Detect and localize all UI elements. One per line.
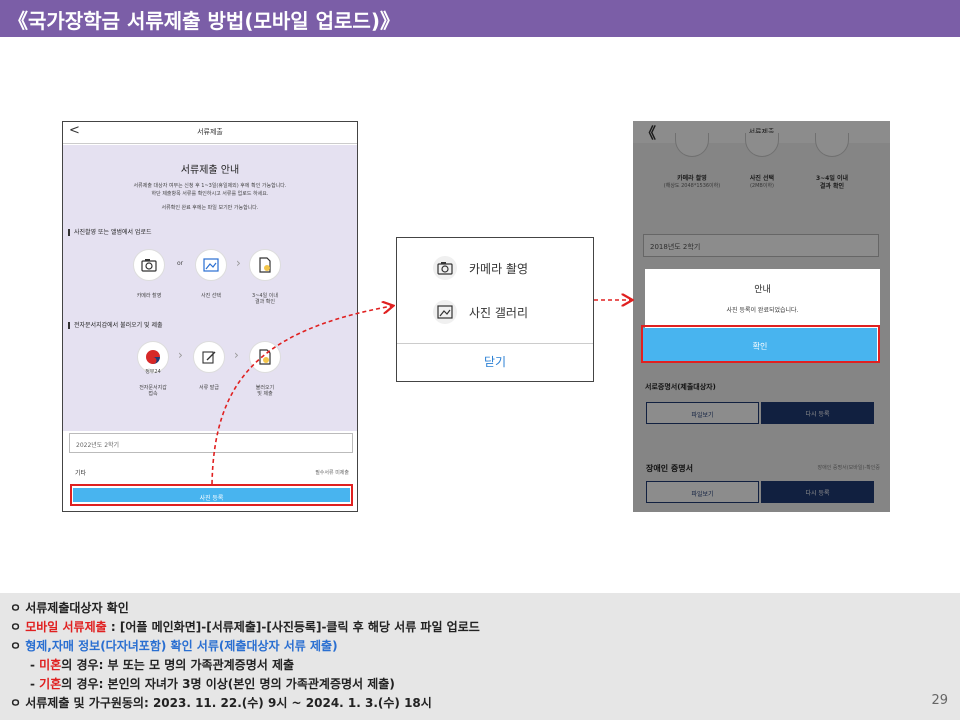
step-load-label-2: 및 제출 xyxy=(257,391,273,397)
gov24-logo-icon xyxy=(146,350,160,364)
camera-title: 카메라 촬영 xyxy=(677,175,707,182)
step-issue-label: 서류 발급 xyxy=(199,385,219,391)
note-highlight-married: 기혼 xyxy=(39,677,62,691)
required-status: 필수서류 미제출 xyxy=(315,470,349,476)
load-step-circle xyxy=(249,341,281,373)
file-button-row-2: 파일보기 다시 등록 xyxy=(646,481,874,503)
disabled-cert-status: 장애인 증명서(모바일)-확인중 xyxy=(817,465,881,471)
back-icon[interactable]: < xyxy=(69,123,80,138)
photo-register-button[interactable]: 사진 등록 xyxy=(73,488,350,502)
dialog-confirm-button[interactable]: 확인 xyxy=(643,328,877,361)
view-file-label: 파일보기 xyxy=(691,491,714,498)
step-wallet-label: 전자문서지갑 xyxy=(139,385,167,391)
guide-desc-2: 하단 제출항목 서류를 확인하시고 서류를 업로드 하세요. xyxy=(151,191,269,197)
page-number: 29 xyxy=(931,693,948,708)
chevron-right-icon: › xyxy=(236,256,241,270)
phone1-guide-panel: 서류제출 안내 서류제출 대상자 여부는 신청 후 1~3일(휴일제외) 후에 … xyxy=(63,145,357,431)
note-line-3: ㅇ 형제,자매 정보(다자녀포함) 확인 서류(제출대상자 서류 제출) xyxy=(10,639,338,653)
view-file-button[interactable]: 파일보기 xyxy=(646,402,759,424)
disabled-cert-heading: 장애인 증명서 xyxy=(646,464,693,473)
gallery-icon xyxy=(203,258,219,272)
guide-title: 서류제출 안내 xyxy=(180,165,240,176)
dialog-confirm-label: 확인 xyxy=(752,342,768,351)
step-result-label-2: 결과 확인 xyxy=(255,299,275,305)
document-icon xyxy=(259,257,271,273)
header-bar: 《국가장학금 서류제출 방법(모바일 업로드)》 xyxy=(0,0,960,37)
phone1-nav-title: 서류제출 xyxy=(197,128,223,136)
camera-icon xyxy=(141,259,157,272)
popup-gallery-label: 사진 갤러리 xyxy=(469,305,529,320)
note-highlight-single: 미혼 xyxy=(39,658,62,672)
note-line-2: ㅇ 모바일 서류제출 : [어플 메인화면]-[서류제출]-[사진등록]-클릭 … xyxy=(10,620,480,634)
other-label: 기타 xyxy=(75,470,87,477)
select-title: 사진 선택 xyxy=(749,175,775,182)
notes-panel: ㅇ 서류제출대상자 확인 ㅇ 모바일 서류제출 : [어플 메인화면]-[서류제… xyxy=(0,593,960,720)
guide-desc-3: 서류확인 완료 후에는 파일 보기만 가능합니다. xyxy=(161,205,259,211)
note-line-4: - 미혼의 경우: 부 또는 모 명의 가족관계증명서 제출 xyxy=(30,658,295,672)
result-step-circle xyxy=(249,249,281,281)
popup-close-button[interactable]: 닫기 xyxy=(483,355,507,369)
chevron-right-icon: › xyxy=(178,348,183,362)
or-text: or xyxy=(177,260,184,267)
popup-divider xyxy=(397,343,593,344)
view-file-label: 파일보기 xyxy=(691,412,714,419)
photo-register-label: 사진 등록 xyxy=(199,496,224,502)
semester-field-value: 2022년도 2학기 xyxy=(76,442,120,449)
semester-field-value: 2018년도 2학기 xyxy=(650,243,701,251)
double-back-icon[interactable]: 《 xyxy=(641,124,657,142)
issue-step-circle xyxy=(193,341,225,373)
semester-field[interactable]: 2018년도 2학기 xyxy=(643,234,879,257)
phone1-nav-bar: < 서류제출 xyxy=(63,122,357,144)
file-button-row-1: 파일보기 다시 등록 xyxy=(646,402,874,424)
section-heading-partial: 서로증명서(제출대상자) xyxy=(645,383,716,391)
document-edit-icon xyxy=(259,349,271,365)
gallery-step-circle xyxy=(195,249,227,281)
gallery-icon xyxy=(433,300,457,324)
camera-step-circle xyxy=(133,249,165,281)
page-title: 《국가장학금 서류제출 방법(모바일 업로드)》 xyxy=(8,9,400,33)
phone-screen-document-submit: < 서류제출 서류제출 안내 서류제출 대상자 여부는 신청 후 1~3일(휴일… xyxy=(62,121,358,512)
note-line-6: ㅇ 서류제출 및 가구원동의: 2023. 11. 22.(수) 9시 ~ 20… xyxy=(10,696,432,710)
phone2-nav-title: 서류제출 xyxy=(748,128,775,136)
step-wallet-label-2: 접속 xyxy=(148,391,158,397)
step-select-label: 사진 선택 xyxy=(201,293,221,299)
result-title-2: 결과 확인 xyxy=(819,183,845,190)
popup-camera-option[interactable]: 카메라 촬영 xyxy=(433,256,583,280)
guide-desc-1: 서류제출 대상자 여부는 신청 후 1~3일(휴일제외) 후에 확인 가능합니다… xyxy=(133,183,287,189)
note-highlight-mobile: 모바일 서류제출 xyxy=(25,620,107,634)
note-line-1: ㅇ 서류제출대상자 확인 xyxy=(10,601,129,615)
re-register-button[interactable]: 다시 등록 xyxy=(761,402,874,424)
re-register-button[interactable]: 다시 등록 xyxy=(761,481,874,503)
section-wallet: 전자문서지갑에서 불러오기 및 제출 xyxy=(68,322,163,329)
re-register-label: 다시 등록 xyxy=(805,490,830,497)
popup-gallery-option[interactable]: 사진 갤러리 xyxy=(433,300,583,324)
select-sub: (2MB이하) xyxy=(749,183,775,189)
camera-sub: (해상도 2048*1536이하) xyxy=(663,183,721,189)
result-title: 3~4일 이내 xyxy=(815,175,849,182)
step-camera-label: 카메라 촬영 xyxy=(136,293,162,299)
semester-field[interactable]: 2022년도 2학기 xyxy=(69,433,353,453)
dialog-title: 안내 xyxy=(754,285,771,295)
popup-camera-label: 카메라 촬영 xyxy=(469,261,529,276)
gov24-label: 정부24 xyxy=(145,369,161,375)
note-line-5: - 기혼의 경우: 본인의 자녀가 3명 이상(본인 명의 가족관계증명서 제출… xyxy=(30,677,395,691)
gov24-step-circle xyxy=(137,341,169,373)
camera-icon xyxy=(433,256,457,280)
dialog-message: 사진 등록이 완료되었습니다. xyxy=(726,307,799,314)
chevron-right-icon: › xyxy=(234,348,239,362)
edit-icon xyxy=(202,351,216,364)
phone2-content: 카메라 촬영 (해상도 2048*1536이하) 사진 선택 (2MB이하) 3… xyxy=(633,133,890,512)
phone-screen-upload-complete: 《 서류제출 카메라 촬영 (해상도 2048*1536이하) 사진 선택 (2… xyxy=(633,121,890,512)
section-photo-upload: 사진촬영 또는 앨범에서 업로드 xyxy=(68,229,151,236)
note-highlight-sibling: 형제,자매 정보(다자녀포함) 확인 서류(제출대상자 서류 제출) xyxy=(25,639,338,653)
re-register-label: 다시 등록 xyxy=(805,411,830,418)
step-result-label: 3~4일 이내 xyxy=(252,293,278,299)
view-file-button[interactable]: 파일보기 xyxy=(646,481,759,503)
upload-option-popup: 카메라 촬영 사진 갤러리 닫기 xyxy=(396,237,594,382)
